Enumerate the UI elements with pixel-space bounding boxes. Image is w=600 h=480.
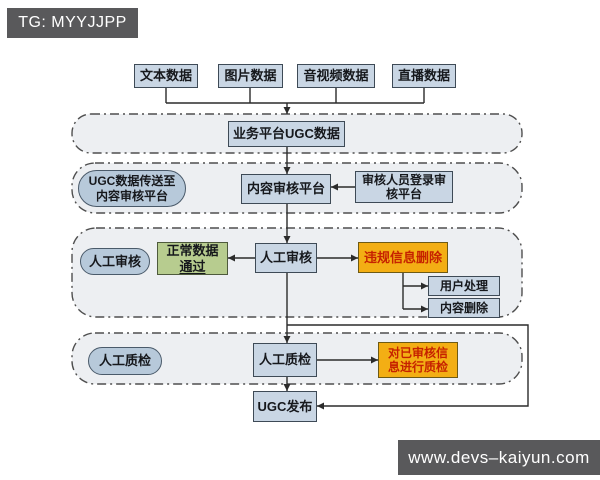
- qc-note-box: 对已审核信 息进行质检: [378, 342, 458, 378]
- transfer-stage-label: UGC数据传送至 内容审核平台: [78, 170, 186, 207]
- content-delete-box: 内容删除: [428, 298, 500, 318]
- sources-bus-line: [165, 88, 425, 104]
- qc-stage-label: 人工质检: [88, 347, 162, 375]
- violation-delete-box: 违规信息删除: [358, 242, 448, 273]
- arrow-feedback-to-publish: [287, 324, 529, 410]
- source-live-data: 直播数据: [392, 64, 456, 88]
- connector-lines: [165, 88, 529, 410]
- ugc-publish-box: UGC发布: [253, 391, 317, 422]
- source-av-data: 音视频数据: [297, 64, 375, 88]
- qc-box: 人工质检: [253, 343, 317, 377]
- ugc-data-box: 业务平台UGC数据: [228, 121, 345, 147]
- source-image-data: 图片数据: [218, 64, 283, 88]
- review-stage-label: 人工审核: [80, 248, 150, 275]
- pass-box-line2: 通过: [179, 258, 206, 274]
- reviewer-login-box: 审核人员登录审 核平台: [355, 171, 453, 203]
- pass-box-line1: 正常数据: [166, 243, 219, 259]
- user-handling-box: 用户处理: [428, 276, 500, 296]
- telegram-watermark: TG: MYYJJPP: [7, 8, 138, 38]
- source-text-data: 文本数据: [134, 64, 198, 88]
- manual-review-box: 人工审核: [255, 243, 317, 273]
- pass-box: 正常数据 通过: [157, 242, 228, 275]
- content-platform-box: 内容审核平台: [241, 174, 331, 204]
- website-watermark: www.devs–kaiyun.com: [398, 440, 600, 475]
